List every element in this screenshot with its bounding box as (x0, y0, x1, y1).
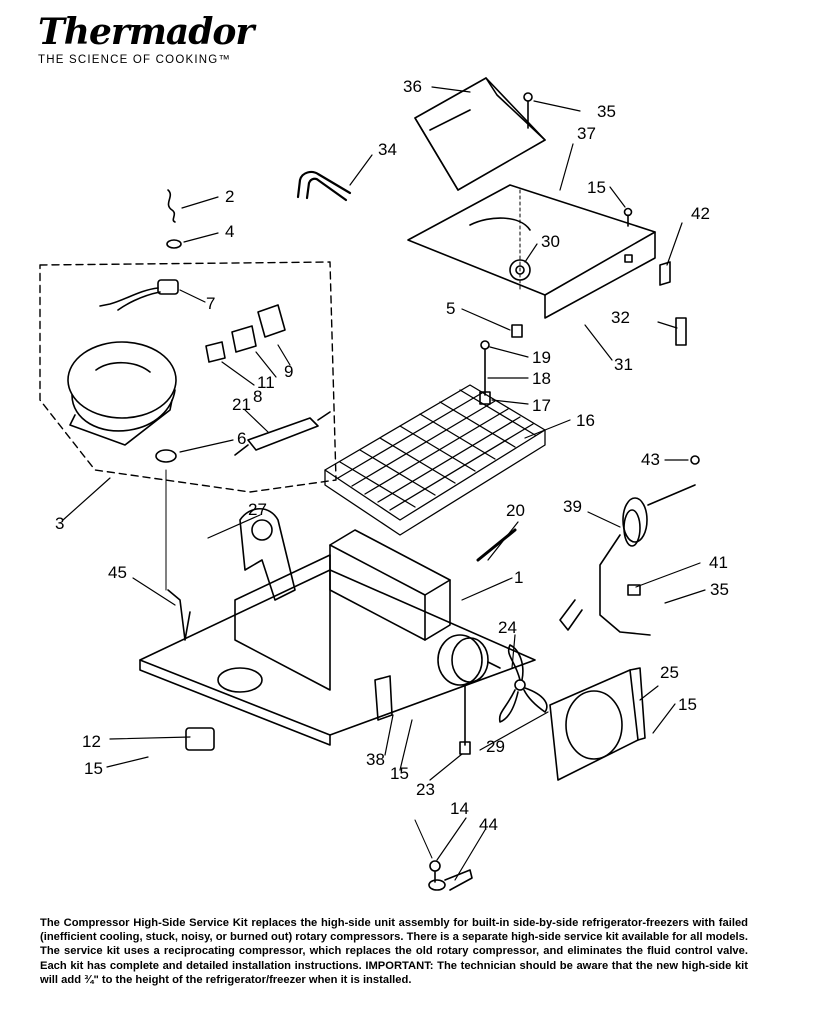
callout-35: 35 (597, 102, 616, 121)
callout-15: 15 (587, 178, 606, 197)
callout-42: 42 (691, 204, 710, 223)
part-clip (659, 261, 671, 286)
part-fan-shroud (549, 667, 646, 781)
callout-38: 38 (366, 750, 385, 769)
part-power-cord (559, 484, 696, 636)
part-condenser-coil (324, 384, 546, 536)
callout-34: 34 (378, 140, 397, 159)
callout-1: 1 (514, 568, 523, 587)
brand-name: Thermador (38, 11, 254, 53)
callout-6: 6 (237, 429, 246, 448)
part-wire-45 (167, 589, 191, 641)
callout-41: 41 (709, 553, 728, 572)
part-mounting-bracket (407, 184, 656, 319)
note-important-label: IMPORTANT: (365, 959, 434, 972)
part-drier (234, 411, 331, 456)
callout-45: 45 (108, 563, 127, 582)
part-compressor (67, 341, 177, 446)
callout-24: 24 (498, 618, 517, 637)
callout-37: 37 (577, 124, 596, 143)
service-kit-note: The Compressor High-Side Service Kit rep… (40, 916, 748, 987)
part-grommet-6 (155, 449, 177, 463)
note-text: The Compressor High-Side Service Kit rep… (40, 917, 748, 972)
part-screw-43 (690, 455, 700, 465)
callout-32: 32 (611, 308, 630, 327)
callout-20: 20 (506, 501, 525, 520)
callout-39: 39 (563, 497, 582, 516)
part-cord-clip (627, 584, 641, 596)
callout-7: 7 (206, 294, 215, 313)
callout-18: 18 (532, 369, 551, 388)
callout-11: 11 (257, 373, 275, 392)
callout-43: 43 (641, 450, 660, 469)
part-overload (99, 279, 179, 311)
callout-19: 19 (532, 348, 551, 367)
callout-36: 36 (403, 77, 422, 96)
leader-lines (62, 86, 706, 881)
callout-5: 5 (446, 299, 455, 318)
callout-8: 8 (253, 387, 262, 406)
part-screw-and-clip-bottom (428, 860, 473, 891)
kit-boundary-dashed (39, 261, 337, 493)
callout-14: 14 (450, 799, 469, 818)
part-label (511, 324, 523, 338)
part-relay-blocks (205, 304, 286, 363)
callout-25: 25 (660, 663, 679, 682)
part-screw-top (523, 92, 533, 129)
part-small-bracket (374, 675, 393, 721)
callout-15d: 15 (390, 764, 409, 783)
part-fan-blade (498, 644, 548, 723)
callout-29: 29 (486, 737, 505, 756)
callout-31: 31 (614, 355, 633, 374)
part-fan-motor (437, 634, 501, 755)
callout-9: 9 (284, 362, 293, 381)
callout-17: 17 (532, 396, 551, 415)
part-screw-15-top (623, 207, 633, 227)
brand-tagline: THE SCIENCE OF COOKING™ (38, 54, 232, 66)
brand-logo: Thermador THE SCIENCE OF COOKING™ (38, 11, 254, 66)
callout-12: 12 (82, 732, 101, 751)
callout-35b: 35 (710, 580, 729, 599)
callout-44: 44 (479, 815, 498, 834)
callout-23: 23 (416, 780, 435, 799)
part-harness (476, 528, 517, 562)
callout-2: 2 (225, 187, 234, 206)
callout-16: 16 (576, 411, 595, 430)
callout-21: 21 (232, 395, 251, 414)
callout-15c: 15 (84, 759, 103, 778)
part-capacitor (185, 727, 215, 751)
part-pin (675, 317, 687, 346)
part-spring-clip (167, 189, 176, 223)
callout-labels: 36 35 34 37 2 15 42 4 30 7 5 32 31 19 9 … (55, 77, 729, 834)
callout-27: 27 (248, 500, 267, 519)
part-upright-bracket (239, 507, 296, 601)
part-tube (296, 170, 352, 202)
callout-3: 3 (55, 514, 64, 533)
part-compressor-box (234, 529, 451, 691)
callout-15b: 15 (678, 695, 697, 714)
note-important-text: The technician should be aware that the … (40, 959, 749, 986)
part-sensor (479, 340, 491, 405)
part-grommet (166, 239, 182, 249)
part-base-pan (139, 569, 536, 746)
callout-30: 30 (541, 232, 560, 251)
callout-4: 4 (225, 222, 234, 241)
